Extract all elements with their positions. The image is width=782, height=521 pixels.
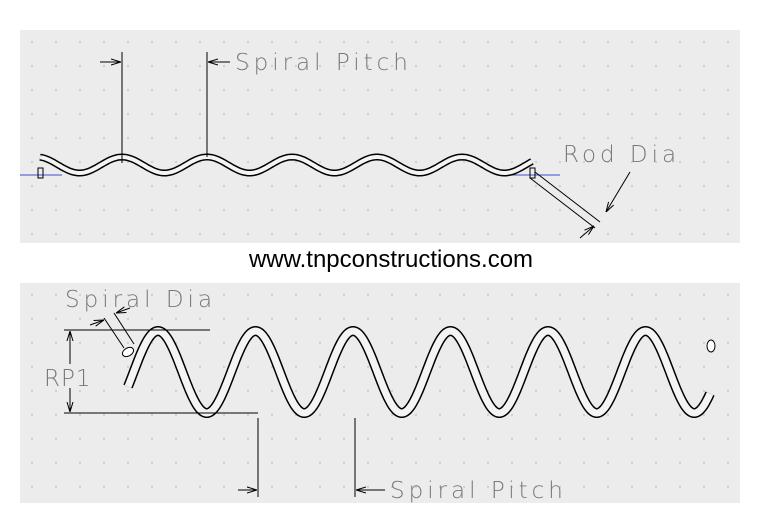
- website-url: www.tnpconstructions.com: [248, 246, 534, 273]
- spiral-end-right: [706, 339, 716, 353]
- spiral-dia-label: Spiral Dia: [65, 287, 216, 313]
- dia-leader-2: [113, 312, 135, 345]
- dia-arrow-2: [116, 308, 131, 313]
- tube-inner: [124, 327, 714, 417]
- dia-arrow-1: [89, 320, 104, 325]
- top-pitch-label: Spiral Pitch: [235, 50, 412, 76]
- spiral-wave: [123, 326, 715, 418]
- rp1-label: RP1: [44, 366, 91, 392]
- rod-end-left: [37, 167, 44, 179]
- rod-wave: [38, 153, 534, 177]
- top-diagram-panel: [20, 30, 740, 243]
- rod-dia-label: Rod Dia: [563, 142, 680, 168]
- spiral-cut-end: [121, 346, 135, 358]
- bottom-diagram-panel: [20, 283, 740, 503]
- rod-end-right: [529, 167, 536, 179]
- rod-arrow-1: [606, 171, 631, 212]
- rod-arrow-2: [579, 226, 594, 239]
- bottom-pitch-label: Spiral Pitch: [390, 478, 567, 504]
- rod-leader-2: [529, 177, 596, 229]
- rod-leader-1: [534, 171, 601, 223]
- dia-leader-1: [103, 317, 125, 349]
